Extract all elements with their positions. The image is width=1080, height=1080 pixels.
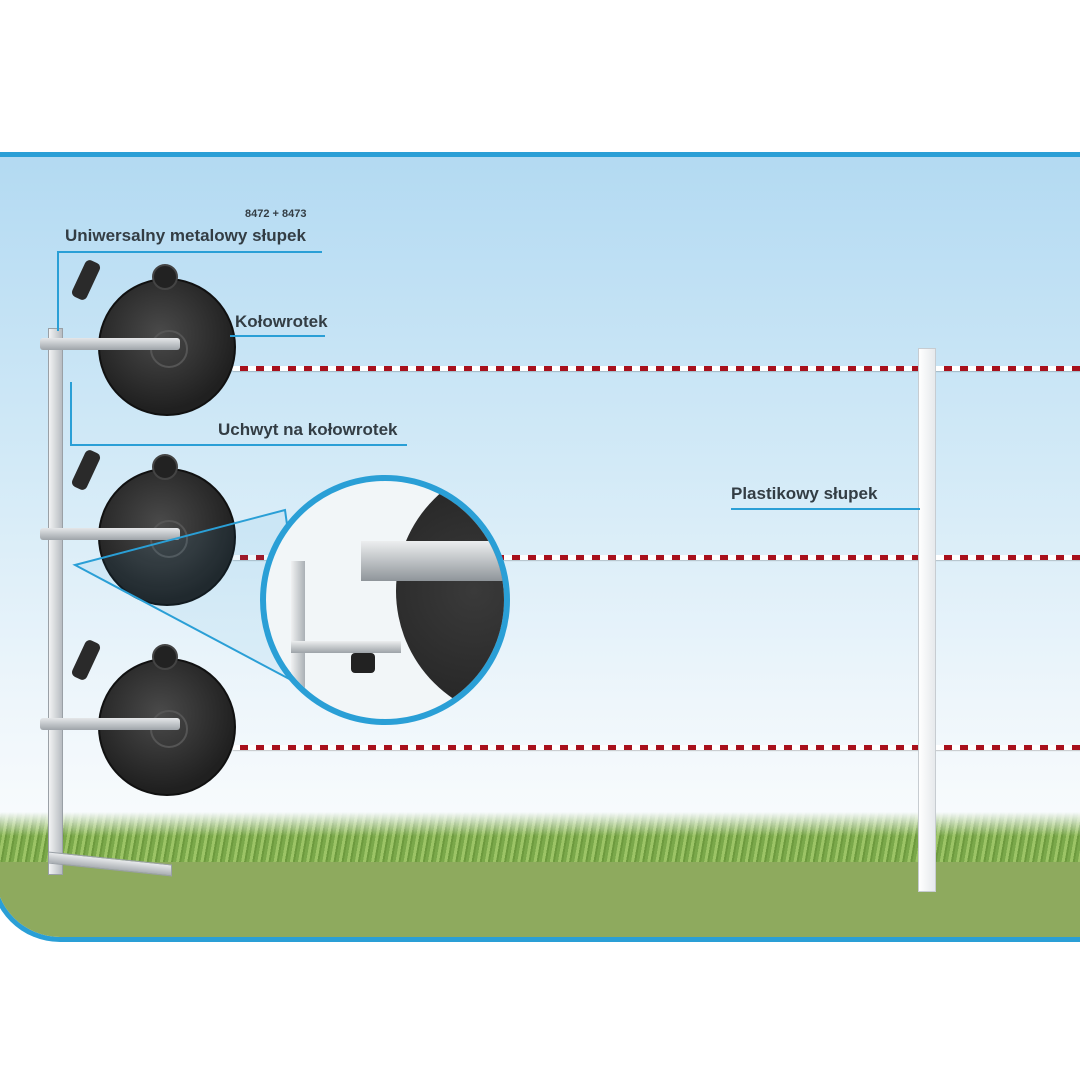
leader-line (57, 251, 322, 253)
label-reel-holder: Uchwyt na kołowrotek (218, 420, 398, 439)
holder-detail-magnifier (260, 475, 510, 725)
label-reel: Kołowrotek (235, 312, 328, 331)
leader-line (731, 508, 920, 510)
fence-tape-middle (232, 555, 1080, 560)
metal-post (48, 328, 63, 875)
reel-knob (152, 454, 178, 480)
fence-tape-bottom (232, 745, 1080, 750)
reel-knob (152, 644, 178, 670)
fence-tape-top (232, 366, 1080, 371)
ground (0, 862, 1080, 937)
leader-line (230, 335, 325, 337)
plastic-post (918, 348, 936, 892)
label-metal-post: Uniwersalny metalowy słupek (65, 226, 306, 245)
reel-knob (152, 264, 178, 290)
label-plastic-post: Plastikowy słupek (731, 484, 878, 503)
product-codes: 8472 + 8473 (245, 208, 307, 220)
leader-line (70, 444, 407, 446)
screw-icon (351, 653, 375, 673)
leader-line (70, 382, 72, 446)
reel-holder-arm (40, 718, 180, 730)
reel-middle (40, 448, 236, 606)
reel-holder-arm (40, 528, 180, 540)
leader-line (57, 251, 59, 331)
reel-holder-arm (40, 338, 180, 350)
reel-bottom (40, 638, 236, 796)
reel-top (40, 258, 236, 416)
